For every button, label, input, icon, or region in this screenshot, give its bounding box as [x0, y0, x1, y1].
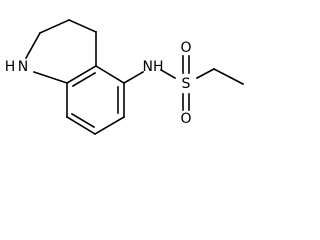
amide-nh-label: NH — [143, 59, 164, 75]
double-bond-c8a-c4a — [71, 71, 97, 88]
ring-nitrogen-label: N — [18, 59, 28, 75]
bond-n1-c2 — [24, 31, 42, 60]
bond-c3-c4 — [67, 18, 98, 34]
aromatic-ring — [65, 64, 126, 136]
bond-c2-c3 — [38, 18, 71, 35]
oxygen-bottom-label: O — [180, 111, 191, 127]
bond-c8a-n1 — [32, 70, 69, 85]
atom-labels: H N NH S O O — [5, 40, 192, 127]
sulfur-label: S — [182, 76, 191, 92]
bond-ch2-ch3 — [212, 67, 245, 86]
double-bond-c7-c8 — [70, 112, 96, 129]
bond-nh-s — [159, 68, 177, 80]
bond-c4a-c5 — [94, 64, 126, 85]
bond-c8a-c4a — [65, 64, 98, 85]
bond-c6-c7 — [93, 115, 126, 136]
ring-nh-hydrogen-label: H — [5, 59, 16, 75]
bond-s-ch2 — [195, 67, 216, 80]
bond-c5-nh — [122, 70, 145, 85]
bond-c7-c8 — [65, 115, 97, 136]
saturated-ring — [24, 18, 98, 85]
chemical-structure-diagram: H N NH S O O — [5, 18, 245, 136]
oxygen-top-label: O — [180, 40, 191, 56]
ethanesulfonamide-chain — [122, 55, 245, 111]
